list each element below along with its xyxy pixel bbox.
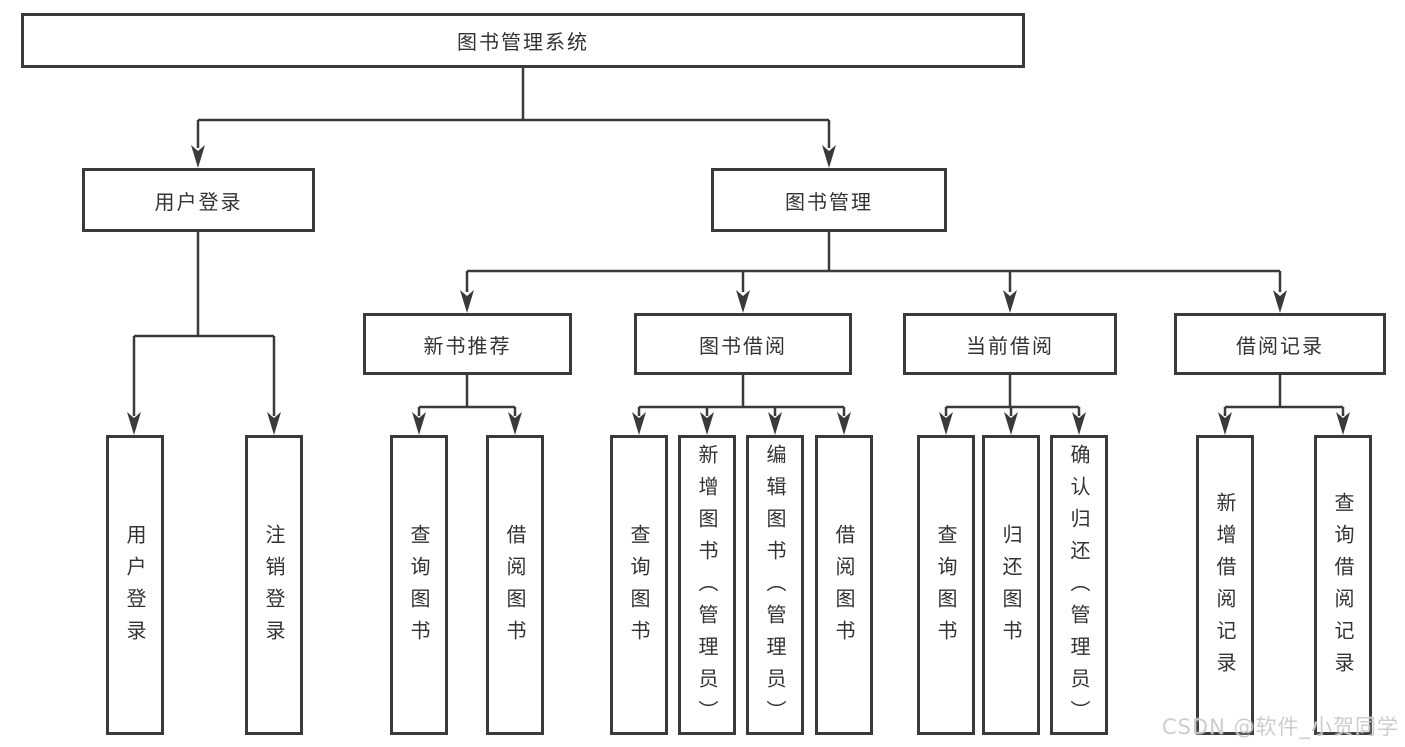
node-book-borrowing: 图书借阅: [634, 313, 852, 375]
node-current-borrowing: 当前借阅: [903, 313, 1117, 375]
csdn-watermark: CSDN @软件_小贺同学: [1161, 715, 1399, 739]
leaf-borrow-books: 借阅图书: [815, 435, 873, 735]
leaf-return-books: 归还图书: [982, 435, 1040, 735]
node-user-login: 用户登录: [82, 168, 315, 232]
arrowhead-group: [127, 145, 1350, 435]
leaf-add-borrow-record: 新增借阅记录: [1196, 435, 1254, 735]
leaf-query-books-borrow: 查询图书: [610, 435, 668, 735]
leaf-query-borrow-record: 查询借阅记录: [1314, 435, 1372, 735]
leaf-edit-books-admin: 编辑图书（管理员）: [746, 435, 804, 735]
leaf-confirm-return-admin: 确认归还（管理员）: [1050, 435, 1108, 735]
node-book-management: 图书管理: [711, 168, 947, 232]
leaf-logout: 注销登录: [245, 435, 303, 735]
leaf-add-books-admin: 新增图书（管理员）: [678, 435, 736, 735]
node-new-book-recommendation: 新书推荐: [363, 313, 572, 375]
leaf-query-books-current: 查询图书: [917, 435, 975, 735]
node-library-management-system: 图书管理系统: [21, 13, 1025, 68]
leaf-borrow-books-recommend: 借阅图书: [486, 435, 544, 735]
leaf-user-login: 用户登录: [106, 435, 164, 735]
node-borrowing-records: 借阅记录: [1174, 313, 1386, 375]
leaf-query-books-recommend: 查询图书: [390, 435, 448, 735]
